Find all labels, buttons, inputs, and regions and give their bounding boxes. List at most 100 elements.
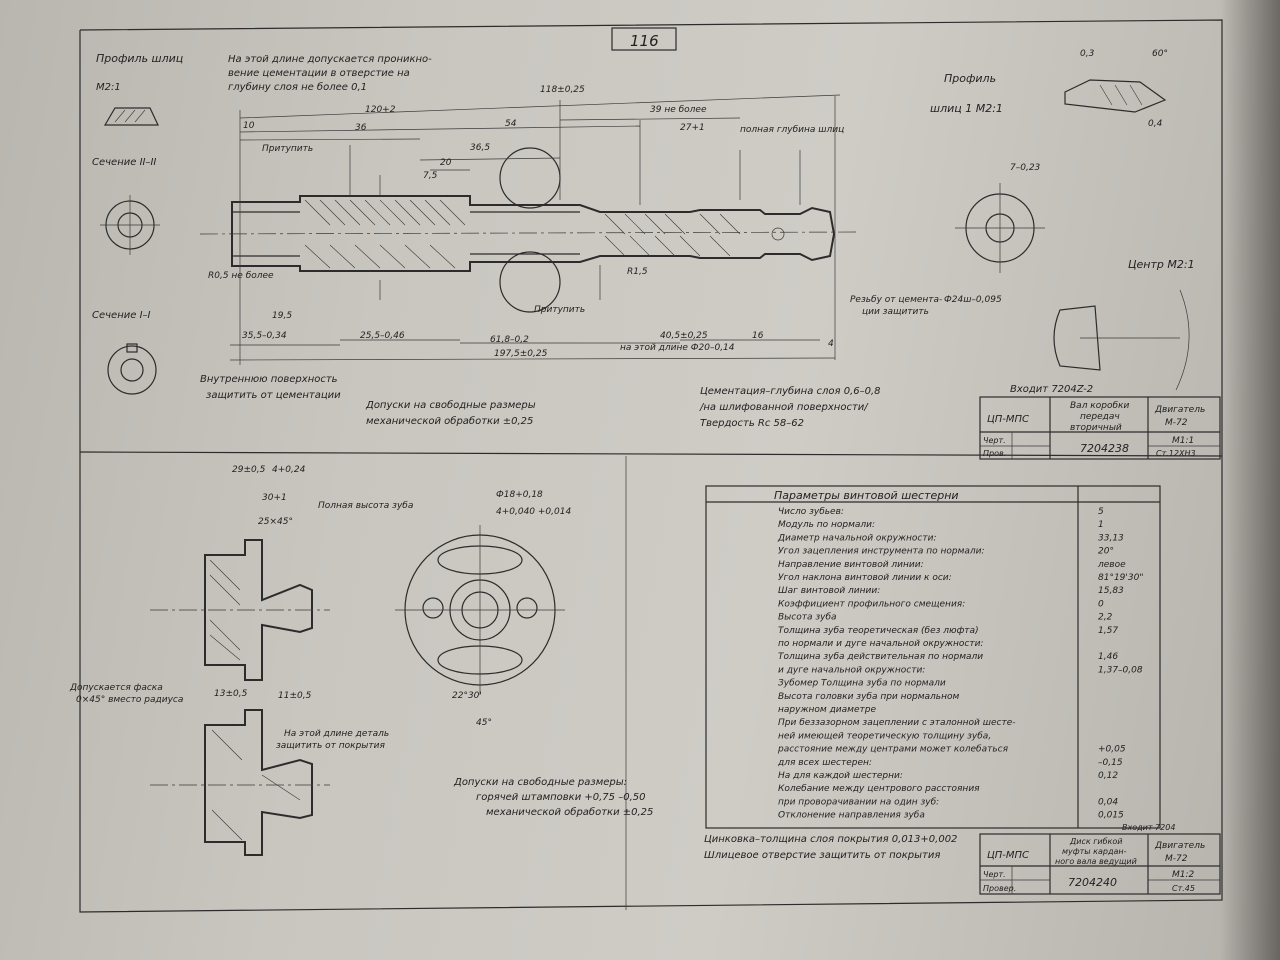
center-detail bbox=[1053, 289, 1190, 391]
page-number-box bbox=[611, 27, 677, 51]
tb-bottom-scale: М1:2 bbox=[1172, 870, 1195, 880]
dim-45deg: 45° bbox=[476, 718, 492, 728]
free-tol-2: механической обработки ±0,25 bbox=[366, 415, 533, 427]
param-label: Угол наклона винтовой линии к оси: bbox=[778, 573, 952, 583]
param-value: 15,83 bbox=[1098, 586, 1124, 596]
param-value: 20° bbox=[1098, 547, 1114, 557]
param-value: 81°19'30" bbox=[1098, 573, 1143, 583]
profile-dim-04: 0,4 bbox=[1148, 119, 1163, 129]
param-label: Высота зуба bbox=[778, 613, 837, 623]
bottom-tol-1: Допуски на свободные размеры: bbox=[453, 776, 627, 788]
param-label: Шаг винтовой линии: bbox=[778, 586, 880, 596]
page-frame bbox=[79, 19, 1223, 913]
param-value: 33,13 bbox=[1098, 533, 1124, 543]
param-value: 0,015 bbox=[1098, 811, 1124, 821]
param-label: Отклонение направления зуба bbox=[778, 811, 925, 821]
dim-35-5: 35,5–0,34 bbox=[242, 331, 287, 341]
right-profile-scale: шлиц 1 М2:1 bbox=[930, 102, 1003, 115]
tb-bottom-role1: Черт. bbox=[983, 870, 1006, 879]
bottom-tol-3: механической обработки ±0,25 bbox=[486, 806, 653, 818]
param-label: при проворачивании на один зуб: bbox=[778, 797, 939, 807]
section-i-label: Сечение I–I bbox=[92, 310, 151, 321]
right-profile-label: Профиль bbox=[944, 72, 996, 85]
spline-profile-scale: М2:1 bbox=[96, 82, 121, 93]
param-value: 0 bbox=[1098, 599, 1104, 609]
dim-7-5: 7,5 bbox=[423, 171, 438, 181]
thread-protect-1: Резьбу от цемента- bbox=[850, 295, 942, 305]
spline-dim-24: Ф24ш–0,095 bbox=[944, 295, 1002, 305]
dim-16: 16 bbox=[752, 331, 764, 341]
dim-120: 120+2 bbox=[365, 105, 396, 115]
dim-20: 20 bbox=[440, 158, 452, 168]
full-tooth-note: Полная высота зуба bbox=[318, 501, 413, 511]
dim-197-5: 197,5±0,25 bbox=[494, 349, 548, 359]
tb-bottom-org: ЦП-МПС bbox=[987, 850, 1029, 861]
param-label: Коэффициент профильного смещения: bbox=[778, 599, 965, 609]
param-value: 1,46 bbox=[1098, 652, 1118, 662]
params-table-frame bbox=[705, 485, 1161, 829]
tb-bottom-engine-1: Двигатель bbox=[1154, 841, 1205, 851]
param-label: расстояние между центрами может колебать… bbox=[777, 745, 1009, 755]
section-ii-label: Сечение II–II bbox=[92, 157, 156, 168]
param-value: 1 bbox=[1098, 520, 1104, 530]
param-label: При беззазорном зацеплении с эталонной ш… bbox=[778, 718, 1016, 728]
inner-surface-2: защитить от цементации bbox=[206, 390, 341, 401]
dim-25-5: 25,5–0,46 bbox=[360, 331, 405, 341]
dim-36-5: 36,5 bbox=[470, 143, 490, 153]
tb-top-engine-2: М-72 bbox=[1165, 418, 1188, 428]
tb-bottom-code: 7204240 bbox=[1068, 876, 1117, 889]
shaft-drawing bbox=[199, 94, 861, 365]
note-centering-2: вение цементации в отверстие на bbox=[228, 68, 410, 79]
param-label: для всех шестерен: bbox=[777, 758, 872, 768]
disc-section-view bbox=[150, 709, 330, 856]
cementation-3: Твердость Rc 58–62 bbox=[700, 418, 804, 429]
param-value: 1,57 bbox=[1098, 626, 1118, 636]
protect-note-1: На этой длине деталь bbox=[284, 729, 389, 739]
spline-protect-note: Шлицевое отверстие защитить от покрытия bbox=[704, 850, 940, 861]
spline-profile-label: Профиль шлиц bbox=[96, 52, 183, 65]
tb-top-scale: М1:1 bbox=[1172, 436, 1194, 446]
dim-36: 36 bbox=[355, 123, 367, 133]
tb-top-role2: Пров. bbox=[983, 449, 1006, 458]
dim-4: 4 bbox=[828, 339, 834, 349]
param-label: Модуль по нормали: bbox=[778, 520, 875, 530]
section-divider bbox=[79, 451, 1223, 457]
chamfer-note-1: Допускается фаска bbox=[69, 683, 163, 693]
param-value: левое bbox=[1097, 560, 1126, 570]
dim-4-024: 4+0,24 bbox=[272, 465, 306, 475]
param-label: по нормали и дуге начальной окружности: bbox=[778, 639, 983, 649]
full-depth-note: полная глубина шлиц bbox=[740, 125, 844, 135]
param-label: Диаметр начальной окружности: bbox=[777, 533, 936, 543]
dim-118: 118±0,25 bbox=[540, 85, 585, 95]
spline-dim-7: 7–0,23 bbox=[1010, 163, 1041, 173]
dim-25x45: 25×45° bbox=[258, 517, 293, 527]
tb-top-name-3: вторичный bbox=[1070, 423, 1122, 433]
tb-bottom-material: Ст.45 bbox=[1172, 884, 1195, 893]
param-label: и дуге начальной окружности: bbox=[778, 665, 925, 675]
param-label: ней имеющей теоретическую толщину зуба, bbox=[778, 731, 991, 741]
tb-top-name-1: Вал коробки bbox=[1070, 401, 1129, 411]
section-ii-sketch bbox=[100, 195, 160, 255]
param-label: На для каждой шестерни: bbox=[778, 771, 903, 781]
profile-dim-03: 0,3 bbox=[1080, 49, 1095, 59]
dim-29: 29±0,5 bbox=[232, 465, 266, 475]
cementation-1: Цементация–глубина слоя 0,6–0,8 bbox=[700, 385, 881, 397]
dim-22-30: 22°30' bbox=[452, 691, 482, 701]
dim-18: Ф18+0,18 bbox=[496, 490, 543, 500]
tb-top-code: 7204238 bbox=[1080, 442, 1129, 455]
param-value: 2,2 bbox=[1098, 613, 1113, 623]
tb-top-role1: Черт. bbox=[983, 436, 1006, 445]
tb-bottom-role2: Провер. bbox=[983, 884, 1016, 893]
disc-front-view bbox=[395, 525, 565, 695]
dim-11: 11±0,5 bbox=[278, 691, 312, 701]
radius-05: R0,5 не более bbox=[208, 271, 274, 281]
tb-bottom-name-3: ного вала ведущий bbox=[1055, 857, 1137, 866]
param-value: +0,05 bbox=[1098, 745, 1126, 755]
tb-bottom-engine-2: М-72 bbox=[1165, 854, 1188, 864]
param-label: Зубомер Толщина зуба по нормали bbox=[778, 679, 946, 689]
section-i-sketch bbox=[107, 343, 157, 395]
page-shadow bbox=[1220, 0, 1280, 960]
dim-40-5: 40,5±0,25 bbox=[660, 331, 708, 341]
profile-angle-60: 60° bbox=[1152, 49, 1168, 59]
